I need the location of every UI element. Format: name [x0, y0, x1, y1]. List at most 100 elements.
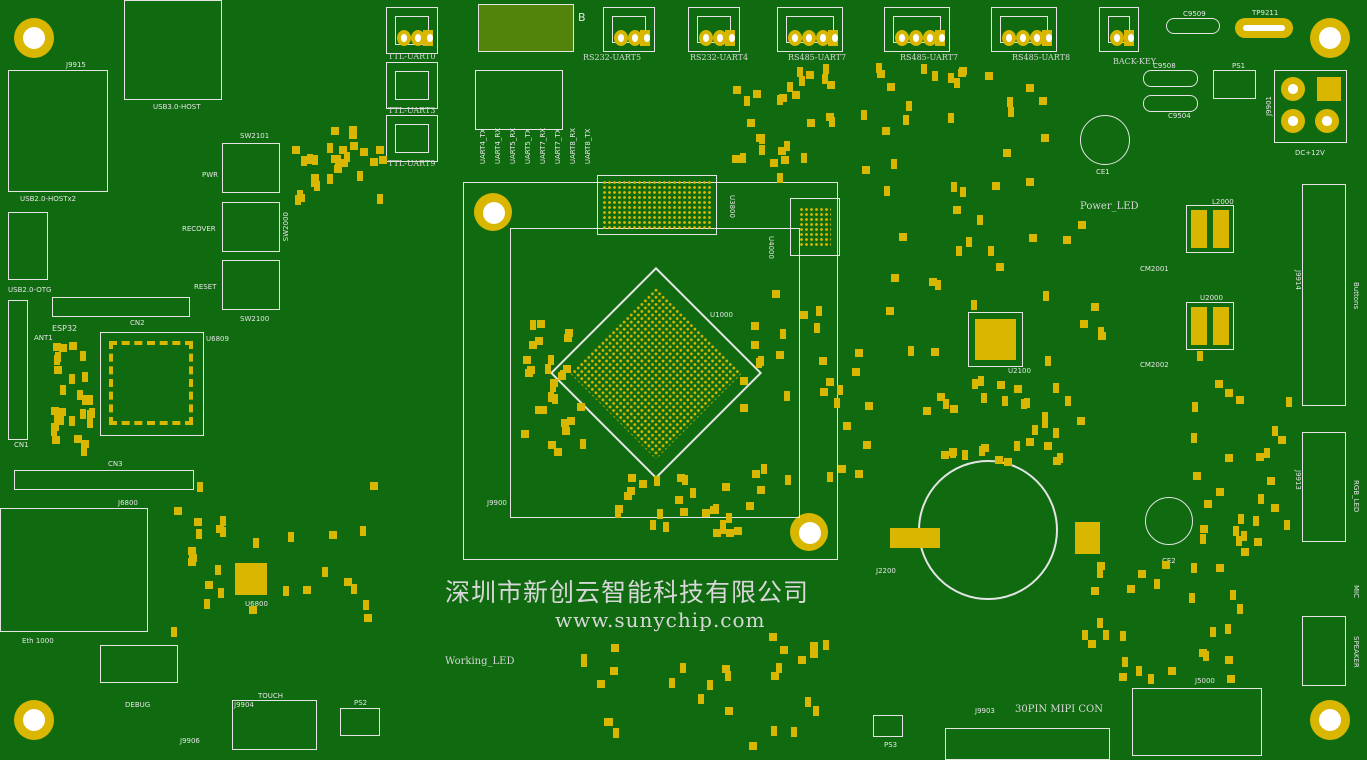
smd-pad: [58, 344, 67, 353]
smd-pad: [1042, 417, 1049, 428]
ram-u3800: [597, 175, 717, 235]
smd-pad: [951, 182, 958, 193]
label-ps1: PS1: [1232, 62, 1246, 70]
smd-pad: [792, 90, 801, 99]
label-esp32: ESP32: [52, 324, 78, 333]
smd-pad: [776, 173, 783, 184]
smd-pad: [1025, 438, 1034, 447]
label-sw2100: SW2100: [240, 315, 270, 323]
smd-pad: [1257, 494, 1264, 505]
label-sw2000: SW2000: [282, 212, 290, 242]
smd-pad: [721, 482, 730, 491]
smd-pad: [327, 174, 334, 185]
smd-pad: [1023, 397, 1030, 408]
smd-pad: [544, 363, 551, 374]
label-ps3: PS3: [884, 741, 898, 749]
label-u2000: U2000: [1200, 294, 1223, 302]
smd-pad: [215, 525, 224, 534]
smd-pad: [1078, 220, 1087, 229]
label-c9508: C9508: [1153, 62, 1176, 70]
smd-pad: [330, 155, 339, 164]
smd-pad: [173, 507, 182, 516]
smd-pad: [1007, 107, 1014, 118]
smd-pad: [1148, 674, 1155, 685]
dip-switch: [478, 4, 574, 52]
smd-pad: [188, 554, 197, 563]
label-cn2: CN2: [130, 319, 145, 327]
smd-pad: [725, 529, 734, 538]
mounting-hole: [790, 513, 828, 551]
smd-pad: [81, 440, 90, 449]
smd-pad: [359, 148, 368, 157]
smd-pad: [615, 508, 622, 519]
smd-pad: [816, 306, 823, 317]
smd-pad: [950, 405, 959, 414]
smd-pad: [821, 74, 828, 85]
smd-pad: [855, 469, 864, 478]
smd-pad: [1191, 401, 1198, 412]
label-j9914: J9914: [1294, 270, 1302, 290]
smd-pad: [679, 662, 686, 673]
smd-pad: [1045, 356, 1052, 367]
smd-pad: [288, 531, 295, 542]
smd-pad: [1026, 83, 1035, 92]
label-ttl-uart3: TTL-UART3: [388, 106, 436, 115]
label-recover: RECOVER: [182, 225, 216, 233]
smd-pad: [814, 323, 821, 334]
connector-rs485-uart8: [991, 7, 1057, 52]
smd-pad: [697, 694, 704, 705]
smd-pad: [249, 606, 258, 615]
switch-sw2000: [222, 202, 280, 252]
smd-pad: [69, 342, 78, 351]
smd-pad: [59, 384, 66, 395]
uart-label: UART5_RX: [509, 128, 517, 165]
smd-pad: [1003, 457, 1012, 466]
label-speaker: SPEAKER: [1352, 636, 1360, 668]
capacitor-c9508: [1143, 70, 1198, 87]
smd-pad: [809, 641, 818, 650]
connector-rs485-uart7: [777, 7, 843, 52]
smd-pad: [565, 329, 574, 338]
usb2-host-port: [8, 70, 108, 192]
smd-pad: [770, 725, 777, 736]
smd-pad: [348, 130, 357, 139]
smd-pad: [819, 388, 828, 397]
label-j9900: J9900: [487, 499, 507, 507]
smd-pad: [537, 320, 546, 328]
smd-pad: [610, 644, 619, 653]
smd-pad: [526, 365, 535, 374]
smd-pad: [1277, 435, 1286, 444]
header-cn2: [52, 297, 190, 317]
smd-pad: [554, 447, 563, 456]
smd-pad: [530, 320, 537, 331]
smd-pad: [1096, 561, 1105, 570]
buttons-connector-j9914: [1302, 184, 1346, 406]
uart-label: UART5_TX: [524, 128, 532, 165]
dc-jack-j9901: [1274, 70, 1347, 143]
smd-pad: [1039, 97, 1048, 106]
uart-pin-labels: UART4_TX UART4_RX UART5_RX UART5_TX UART…: [479, 128, 592, 165]
smd-pad: [778, 93, 787, 102]
smd-pad: [628, 474, 637, 483]
smd-pad: [720, 524, 727, 535]
ethernet-port-j6800: [0, 508, 148, 632]
smd-pad: [81, 395, 88, 406]
smd-pad: [1240, 547, 1249, 556]
smd-pad: [779, 646, 788, 655]
smd-pad: [865, 401, 874, 410]
speaker-connector: [1302, 616, 1346, 686]
fuse-ps1: [1213, 70, 1256, 99]
smd-pad: [1227, 674, 1236, 683]
capacitor-ce2: [1145, 497, 1193, 545]
label-u1000: U1000: [710, 311, 733, 319]
smd-pad: [1120, 631, 1127, 642]
smd-pad: [948, 72, 955, 83]
label-l2000: L2000: [1212, 198, 1234, 206]
smd-pad: [977, 376, 984, 387]
label-j6800: J6800: [118, 499, 138, 507]
smd-pad: [862, 440, 871, 449]
smd-pad: [638, 479, 647, 488]
smd-pad: [731, 154, 740, 163]
label-ttl-uart9: TTL-UART9: [388, 159, 436, 168]
smd-pad: [780, 155, 789, 164]
